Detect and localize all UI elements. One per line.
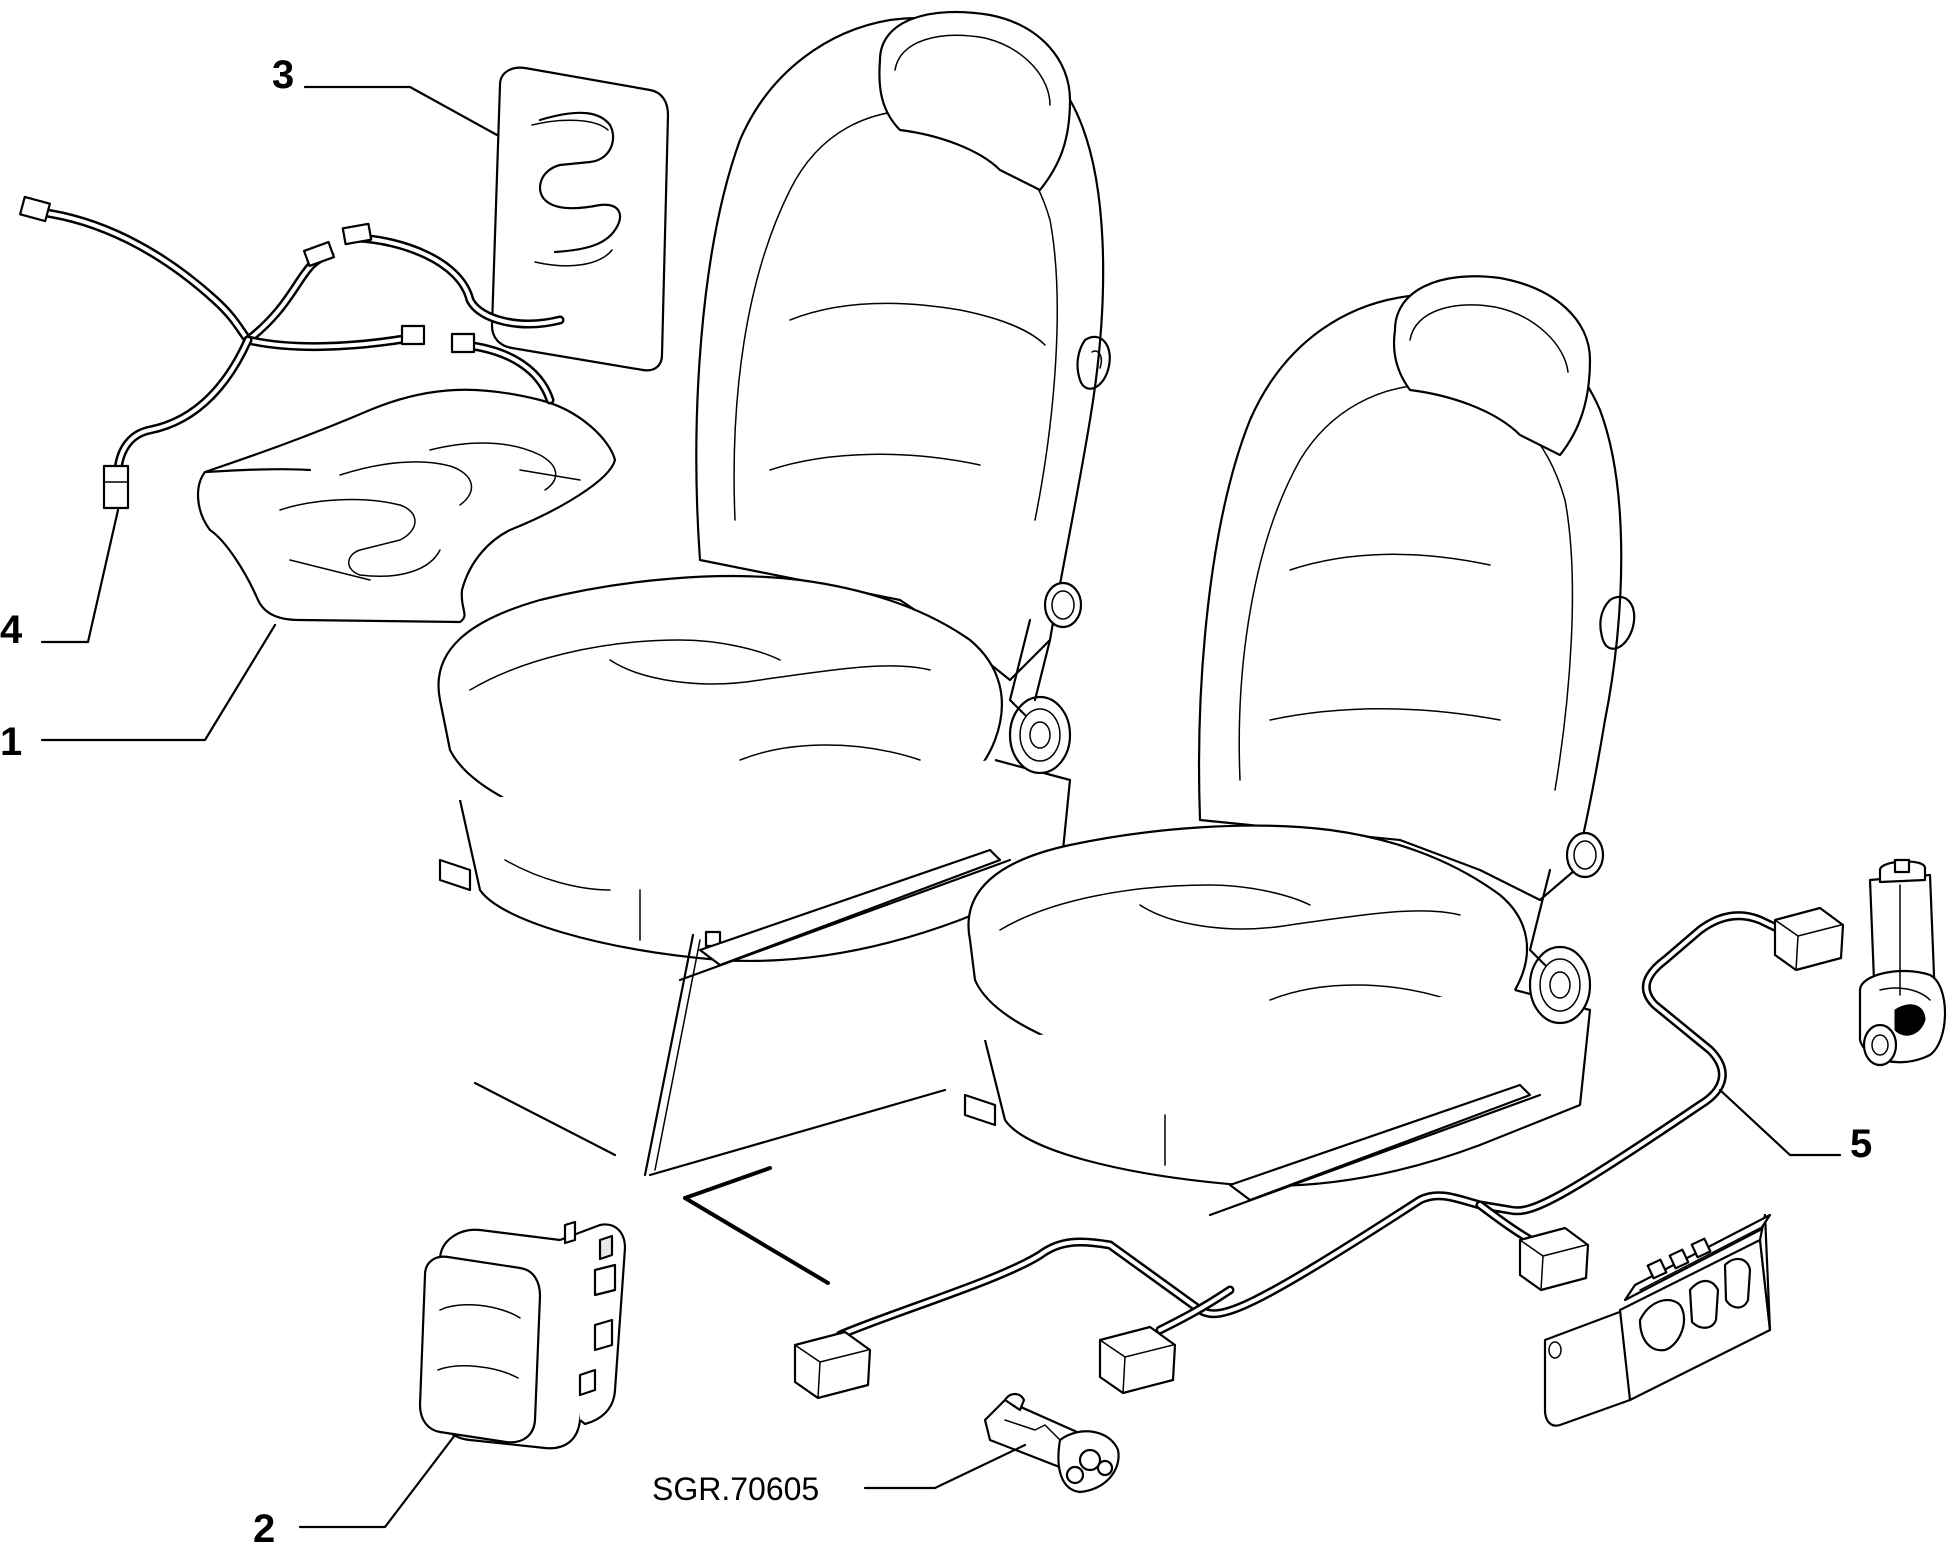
seat-actuator [983,1392,1120,1494]
right-seat [963,275,1636,1217]
power-seat-harness [793,906,1845,1400]
recline-knob-upper-right-icon [1565,831,1605,879]
seat-motor [1858,858,1946,1067]
harness-connector-icon [793,906,1845,1400]
recline-knob-upper-icon [1043,581,1083,629]
callout-3: 3 [272,53,294,97]
callout-2: 2 [253,1507,275,1542]
callout-4: 4 [0,608,23,652]
left-seat [437,10,1111,982]
heating-harness [19,195,565,510]
leader-lines [40,85,1842,1529]
heating-rocker-switch [418,1220,627,1450]
connector-icon [19,195,476,510]
seat-adjust-buttons-icon [1638,1237,1752,1352]
backrest-heating-pad [490,66,670,372]
callout-1: 1 [0,720,22,764]
cushion-heating-pad [196,388,617,624]
callout-5: 5 [1850,1122,1872,1166]
seat-control-panel [1543,1213,1772,1427]
reference-code: SGR.70605 [652,1471,819,1507]
